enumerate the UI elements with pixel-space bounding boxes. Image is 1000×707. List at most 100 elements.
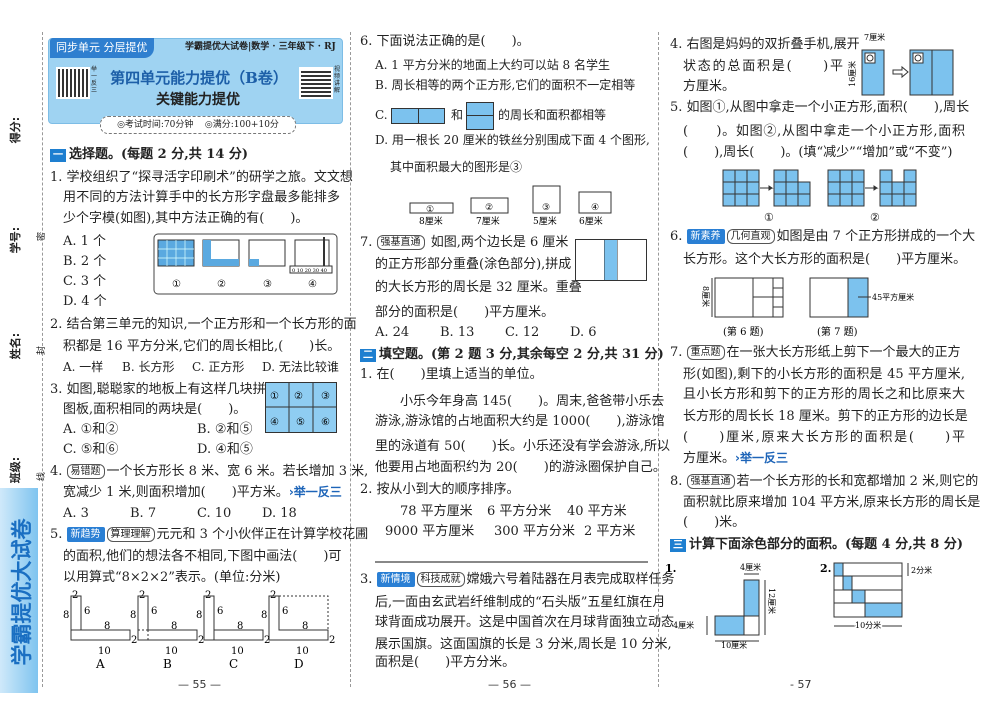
f7-text: 方厘米。 <box>683 451 736 466</box>
f7-tag: 重点题 <box>686 345 725 360</box>
f1-text: 里的泳道有 50( )长。小乐还没有学会游泳,所以 <box>375 439 670 454</box>
q3-option-c[interactable]: C. ⑤和⑥ <box>63 442 119 457</box>
dimension-label: 10 <box>98 646 111 657</box>
dimension-label: 2 <box>72 590 78 601</box>
figure-caption: (第 6 题) <box>723 325 764 338</box>
grid-square <box>851 181 865 195</box>
q6-c-text: 的周长和面积都相等 <box>498 108 607 122</box>
grid-square <box>785 169 799 183</box>
piece-label: ② <box>294 391 303 402</box>
f7-related-link[interactable]: ›举一反三 <box>735 451 788 465</box>
q6-d-text: 其中面积最大的图形是③ <box>390 160 523 174</box>
folding-phone-figure: 7厘米 16厘米 <box>847 32 954 96</box>
dim-label: 12厘米 <box>767 588 777 614</box>
grid-square <box>891 181 905 195</box>
q1-option-b[interactable]: B. 2 个 <box>63 254 107 269</box>
f7-area-label: 45平方厘米 <box>872 292 914 302</box>
page-number: - 57 <box>790 678 812 691</box>
q4-option-a[interactable]: A. 3 <box>63 506 89 521</box>
q2-option-a[interactable]: A. 一样 <box>63 360 104 374</box>
piece-label: ① <box>270 391 279 402</box>
q5-text: 元元和 3 个小伙伴正在计算学校花圃 <box>156 527 369 542</box>
q1-text: 少个字模(如图),其中方法正确的有( )。 <box>63 211 309 226</box>
seal-char: 密 <box>37 231 48 242</box>
qr-code-right <box>299 67 333 99</box>
f1-text: 1. 在( )里填上适当的单位。 <box>360 367 543 382</box>
q4-option-b[interactable]: B. 7 <box>130 506 157 521</box>
f5-text: ( )。如图②,从图中拿走一个小正方形,面积 <box>683 124 965 139</box>
phone-height: 16厘米 <box>847 61 857 87</box>
q3-option-d[interactable]: D. ④和⑤ <box>197 442 253 457</box>
f3-tag: 科技成就 <box>416 572 465 587</box>
q2-option-d[interactable]: D. 无法比较谁 <box>262 360 339 374</box>
q7-option-c[interactable]: C. 12 <box>505 325 540 340</box>
dimension-label: 8 <box>302 621 308 632</box>
grid-square <box>797 181 811 195</box>
dim-label: 2分米 <box>911 565 932 575</box>
f6-tag: 新素养 <box>686 229 725 244</box>
q6-option-b[interactable]: B. 周长相等的两个正方形,它们的面积不一定相等 <box>375 78 636 92</box>
q4-option-d[interactable]: D. 18 <box>262 506 297 521</box>
f2-text: 2. 按从小到大的顺序排序。 <box>360 482 520 497</box>
shape-label: ② <box>485 203 493 213</box>
name-label: 姓名: <box>9 332 23 360</box>
grid-square <box>879 181 893 195</box>
q1-option-a[interactable]: A. 1 个 <box>63 234 107 249</box>
q2-text: 2. 结合第三单元的知识,一个正方形和一个长方形的面 <box>50 317 357 332</box>
f8-text: ( )米。 <box>683 515 746 530</box>
q7-option-b[interactable]: B. 13 <box>440 325 475 340</box>
dimension-label: 8 <box>171 621 177 632</box>
q3-option-a[interactable]: A. ①和② <box>63 422 119 437</box>
q7-figure <box>575 239 647 281</box>
dimension-label: 2 <box>329 635 335 646</box>
section-title: 计算下面涂色部分的面积。(每题 4 分,共 8 分) <box>689 537 964 552</box>
piece-label: ⑥ <box>321 417 330 428</box>
q-number: 7. <box>670 345 683 360</box>
q4-option-c[interactable]: C. 10 <box>197 506 232 521</box>
q6-option-a[interactable]: A. 1 平方分米的地面上大约可以站 8 名学生 <box>375 58 611 72</box>
section-title: 选择题。(每题 2 分,共 14 分) <box>69 147 249 162</box>
q7-text: 的正方形部分重叠(涂色部分),拼成 <box>375 257 572 272</box>
shape-dim: 7厘米 <box>476 215 500 227</box>
grid-square <box>879 169 893 183</box>
grid-square <box>785 193 799 207</box>
grid-square <box>734 193 748 207</box>
grid-square <box>879 193 893 207</box>
shape-dim: 8厘米 <box>419 215 443 227</box>
f7-text: 且小长方形和剪下的正方形的周长之和比原来大 <box>683 387 965 402</box>
page-subtitle: 关键能力提优 <box>156 92 240 108</box>
f8-tag: 强基直通 <box>686 474 735 489</box>
f2-item: 9000 平方厘米 <box>385 524 475 539</box>
q2-option-b[interactable]: B. 长方形 <box>122 360 175 374</box>
q7-option-d[interactable]: D. 6 <box>570 325 597 340</box>
dimension-label: 8 <box>196 610 202 621</box>
grid-square <box>722 181 736 195</box>
q7-option-a[interactable]: A. 24 <box>375 325 410 340</box>
f3-text: 嫦娥六号着陆器在月表完成取样任务 <box>466 572 675 587</box>
q4-related-link[interactable]: ›举一反三 <box>288 485 342 499</box>
shape-dim: 6厘米 <box>579 215 603 227</box>
student-id-label: 学号: <box>9 226 23 254</box>
seal-char: 封 <box>37 345 48 356</box>
dimension-label: 8 <box>261 610 267 621</box>
q1-option-c[interactable]: C. 3 个 <box>63 274 107 289</box>
arrow-icon <box>865 185 879 191</box>
q7-text: 部分的面积是( )平方厘米。 <box>375 305 555 320</box>
f6-height: 8厘米 <box>701 286 711 307</box>
dim-label: 4厘米 <box>740 562 761 572</box>
arrow-icon <box>760 185 774 191</box>
q6-option-c[interactable]: C. <box>375 108 388 122</box>
q2-option-c[interactable]: C. 正方形 <box>192 360 245 374</box>
q6-option-d[interactable]: D. 用一根长 20 厘米的铁丝分别围成下面 4 个图形, <box>375 133 650 147</box>
grid-square <box>839 193 853 207</box>
dimension-label: 10 <box>231 646 244 657</box>
f4-text: 方厘米。 <box>683 79 736 94</box>
grid-square <box>851 169 865 183</box>
figure-label: B <box>163 657 172 671</box>
q7-text: 如图,两个边长是 6 厘米 <box>430 235 569 250</box>
q1-option-d[interactable]: D. 4 个 <box>63 294 107 309</box>
shape-label: ④ <box>591 203 599 213</box>
q3-option-b[interactable]: B. ②和⑤ <box>197 422 253 437</box>
shape-label: ③ <box>542 203 550 213</box>
